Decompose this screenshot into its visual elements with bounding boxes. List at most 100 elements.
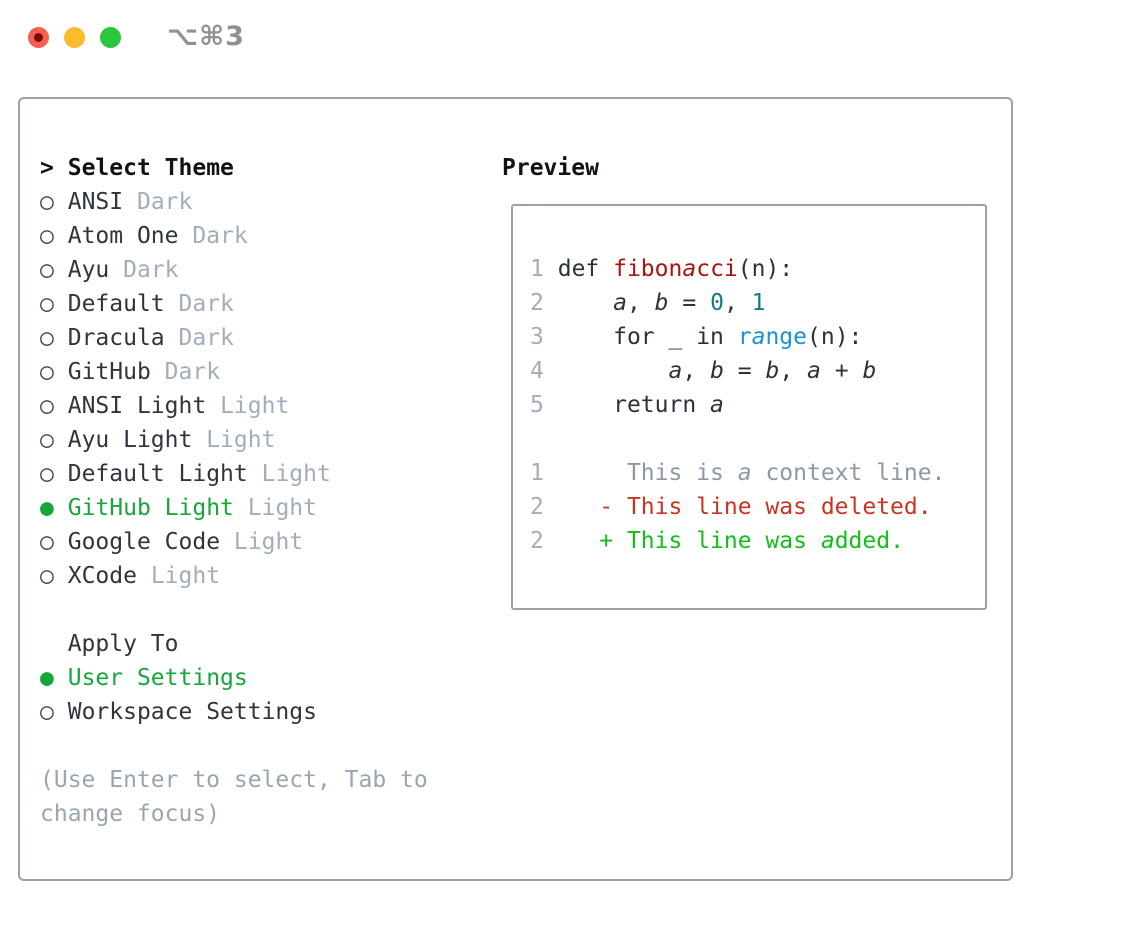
code-token: b (654, 290, 669, 316)
line-number: 3 (530, 324, 544, 350)
radio-icon: ○ (40, 359, 54, 385)
radio-selected-icon: ● (40, 495, 54, 521)
code-token: + This line was (557, 528, 821, 554)
line-number: 2 (530, 494, 544, 520)
apply-option-user-settings[interactable]: ● User Settings (40, 661, 480, 695)
line-number: 4 (530, 358, 544, 384)
spacer (40, 593, 480, 627)
theme-option-google-code[interactable]: ○ Google Code Light (40, 525, 480, 559)
code-token: cci (696, 256, 738, 282)
theme-variant-label: Light (247, 495, 317, 521)
maximize-button[interactable] (100, 27, 121, 48)
code-token: a (820, 528, 835, 554)
theme-variant-label: Light (206, 427, 276, 453)
code-token: a (737, 460, 752, 486)
option-label: ANSI (67, 189, 124, 215)
code-token: a (710, 392, 724, 418)
code-line: 2 + This line was added. (530, 524, 985, 558)
code-token: 0 (710, 290, 724, 316)
theme-option-dracula[interactable]: ○ Dracula Dark (40, 321, 480, 355)
titlebar: ⌥⌘3 (0, 0, 1140, 75)
code-token: = (723, 358, 766, 384)
theme-variant-label: Dark (136, 189, 193, 215)
line-number: 1 (530, 460, 544, 486)
theme-variant-label: Light (233, 529, 304, 555)
theme-option-ansi-light[interactable]: ○ ANSI Light Light (40, 389, 480, 423)
close-button[interactable] (28, 27, 49, 48)
code-token: a (751, 324, 766, 350)
code-token: , (779, 358, 808, 384)
code-token: (n): (737, 256, 794, 282)
theme-option-default[interactable]: ○ Default Dark (40, 287, 480, 321)
theme-list: ○ ANSI Dark○ Atom One Dark○ Ayu Dark○ De… (40, 185, 480, 593)
code-token (558, 358, 669, 384)
theme-option-ansi[interactable]: ○ ANSI Dark (40, 185, 480, 219)
option-label: Atom One (67, 223, 179, 249)
theme-variant-label: Dark (178, 325, 234, 351)
select-theme-label: Select Theme (67, 155, 234, 181)
code-token: b (710, 358, 724, 384)
code-line: 2 a, b = 0, 1 (530, 286, 985, 320)
code-line: 5 return a (530, 388, 985, 422)
theme-option-github-light[interactable]: ● GitHub Light Light (40, 491, 480, 525)
theme-option-default-light[interactable]: ○ Default Light Light (40, 457, 480, 491)
radio-icon: ○ (40, 699, 54, 725)
select-theme-header: > Select Theme (40, 151, 480, 185)
code-token: for _ in (557, 324, 738, 350)
option-label: Default (67, 291, 165, 317)
theme-option-atom-one[interactable]: ○ Atom One Dark (40, 219, 480, 253)
code-line: 4 a, b = b, a + b (530, 354, 985, 388)
code-token: b (862, 358, 877, 384)
code-token: fibon (613, 256, 683, 282)
preview-title: Preview (502, 155, 599, 181)
theme-option-ayu-light[interactable]: ○ Ayu Light Light (40, 423, 480, 457)
code-line: 2 - This line was deleted. (530, 490, 985, 524)
code-token: , (626, 290, 655, 316)
radio-icon: ○ (40, 427, 54, 453)
code-token: return (557, 392, 711, 418)
code-token: r (737, 324, 752, 350)
radio-icon: ○ (40, 529, 54, 555)
radio-icon: ○ (40, 189, 54, 215)
option-label: User Settings (67, 665, 248, 691)
theme-picker: > Select Theme ○ ANSI Dark○ Atom One Dar… (40, 151, 480, 831)
option-label: Google Code (67, 529, 221, 555)
line-number: 1 (530, 256, 544, 282)
theme-variant-label: Dark (178, 291, 234, 317)
code-token: def (557, 256, 614, 282)
radio-icon: ○ (40, 223, 54, 249)
theme-variant-label: Dark (164, 359, 221, 385)
code-token: , (682, 358, 711, 384)
minimize-button[interactable] (64, 27, 85, 48)
radio-icon: ○ (40, 393, 54, 419)
option-label: Dracula (67, 325, 165, 351)
option-label: GitHub (67, 359, 151, 385)
help-text: (Use Enter to select, Tab to change focu… (40, 767, 428, 827)
code-token: , (723, 290, 752, 316)
code-token: a (613, 290, 627, 316)
apply-option-workspace-settings[interactable]: ○ Workspace Settings (40, 695, 480, 729)
option-label: Default Light (67, 461, 248, 487)
main-panel: > Select Theme ○ ANSI Dark○ Atom One Dar… (18, 97, 1013, 881)
theme-variant-label: Dark (192, 223, 248, 249)
line-number: 2 (530, 290, 544, 316)
theme-variant-label: Light (220, 393, 290, 419)
theme-variant-label: Light (261, 461, 331, 487)
code-token: 1 (751, 290, 766, 316)
code-line (530, 422, 985, 456)
option-label: ANSI Light (67, 393, 207, 419)
code-token: dded. (834, 528, 904, 554)
theme-option-ayu[interactable]: ○ Ayu Dark (40, 253, 480, 287)
option-label: Ayu (67, 257, 110, 283)
line-number: 5 (530, 392, 544, 418)
spacer (40, 729, 480, 763)
theme-option-github[interactable]: ○ GitHub Dark (40, 355, 480, 389)
code-preview: 1 def fibon a cci(n): 2 a, b = 0, 1 3 for _ … (513, 206, 985, 558)
option-label: XCode (67, 563, 137, 589)
radio-icon: ○ (40, 325, 54, 351)
code-token: + (820, 358, 863, 384)
theme-option-xcode[interactable]: ○ XCode Light (40, 559, 480, 593)
code-token: context line. (751, 460, 946, 486)
code-token: a (807, 358, 821, 384)
preview-box: 1 def fibon a cci(n): 2 a, b = 0, 1 3 for _ … (511, 204, 987, 610)
